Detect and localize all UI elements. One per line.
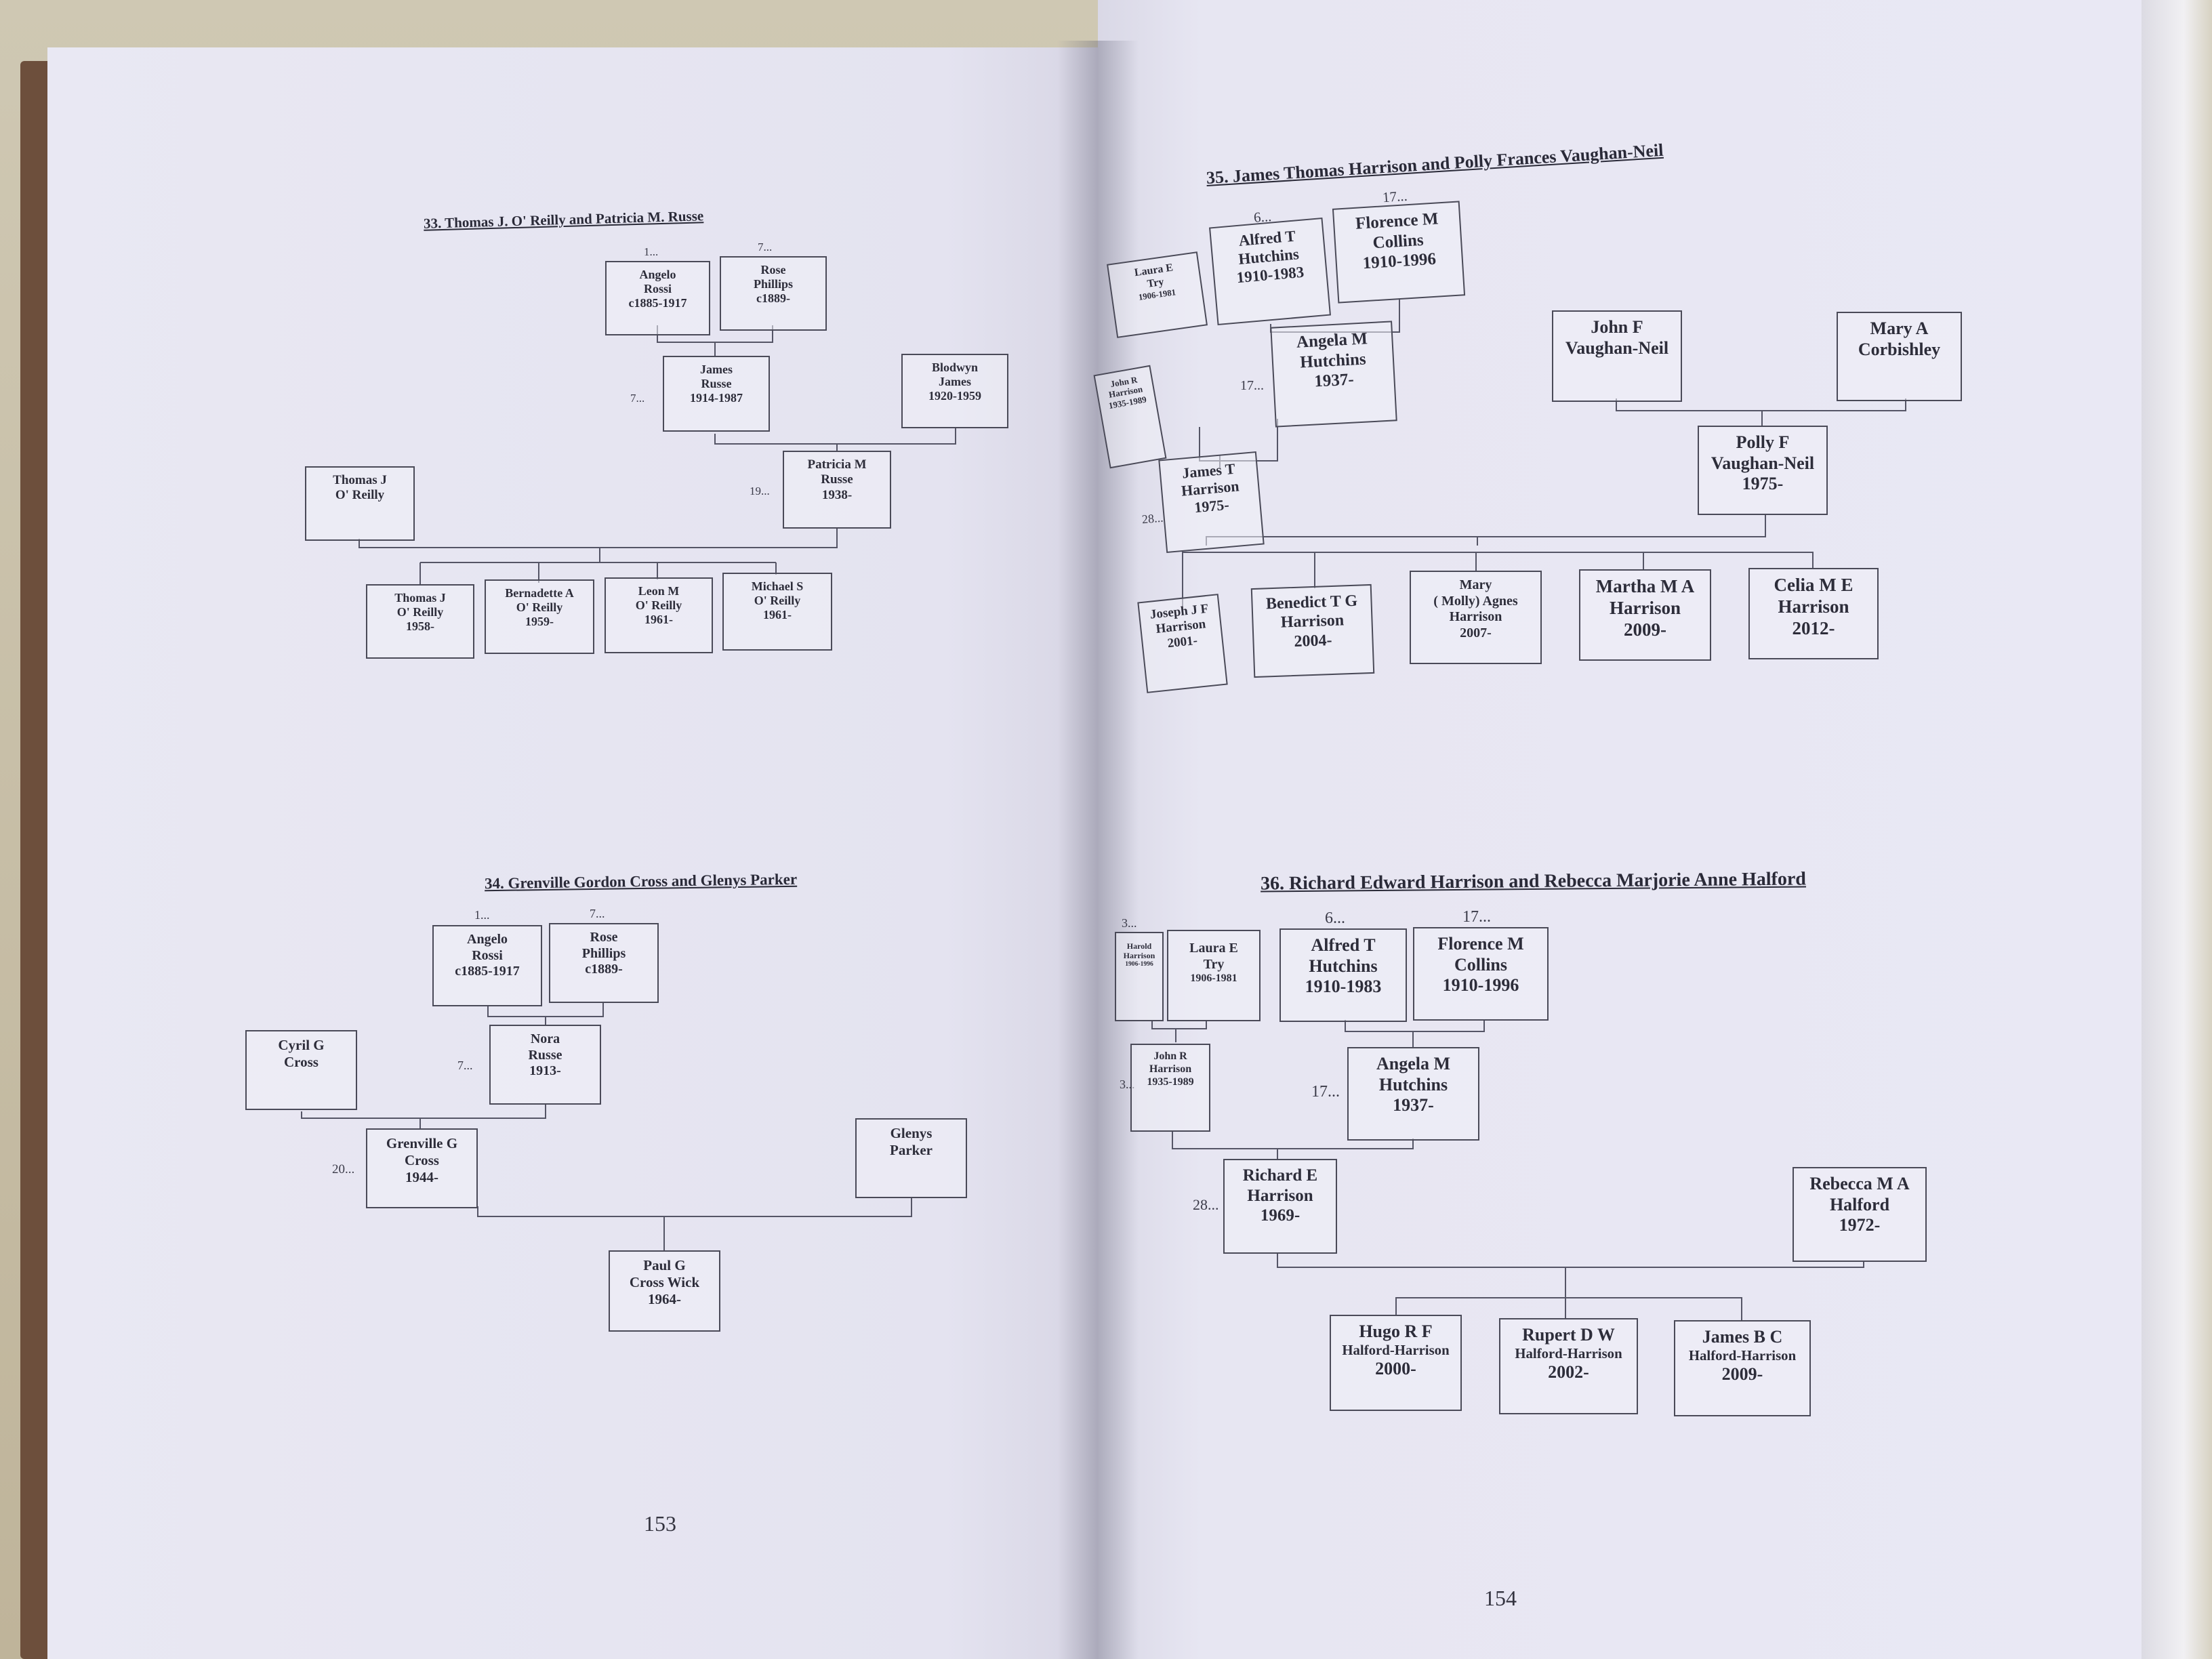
tree-33-ref-2: 7... bbox=[758, 241, 773, 253]
left-page-number: 153 bbox=[644, 1511, 676, 1536]
right-page-number: 154 bbox=[1484, 1586, 1517, 1610]
tree-33-ref-4: 19... bbox=[750, 485, 770, 497]
tree-36-ref-5: 17... bbox=[1311, 1083, 1340, 1101]
tree-36-ref-6: 28... bbox=[1193, 1196, 1219, 1213]
tree-34-ref-3: 7... bbox=[457, 1059, 473, 1072]
page-edge-stack bbox=[2142, 0, 2212, 1659]
tree-34-ref-2: 7... bbox=[590, 907, 605, 920]
left-page: 153 bbox=[47, 47, 1105, 1659]
tree-34-ref-4: 20... bbox=[332, 1162, 355, 1176]
tree-33-ref-3: 7... bbox=[630, 392, 645, 405]
tree-35-ref-3: 17... bbox=[1240, 378, 1264, 393]
tree-36-ref-3: 17... bbox=[1462, 908, 1491, 926]
tree-33-ref-1: 1... bbox=[644, 245, 659, 258]
tree-36-ref-2: 6... bbox=[1325, 909, 1345, 927]
tree-36-ref-1: 3... bbox=[1122, 916, 1137, 930]
tree-34-ref-1: 1... bbox=[474, 908, 490, 922]
